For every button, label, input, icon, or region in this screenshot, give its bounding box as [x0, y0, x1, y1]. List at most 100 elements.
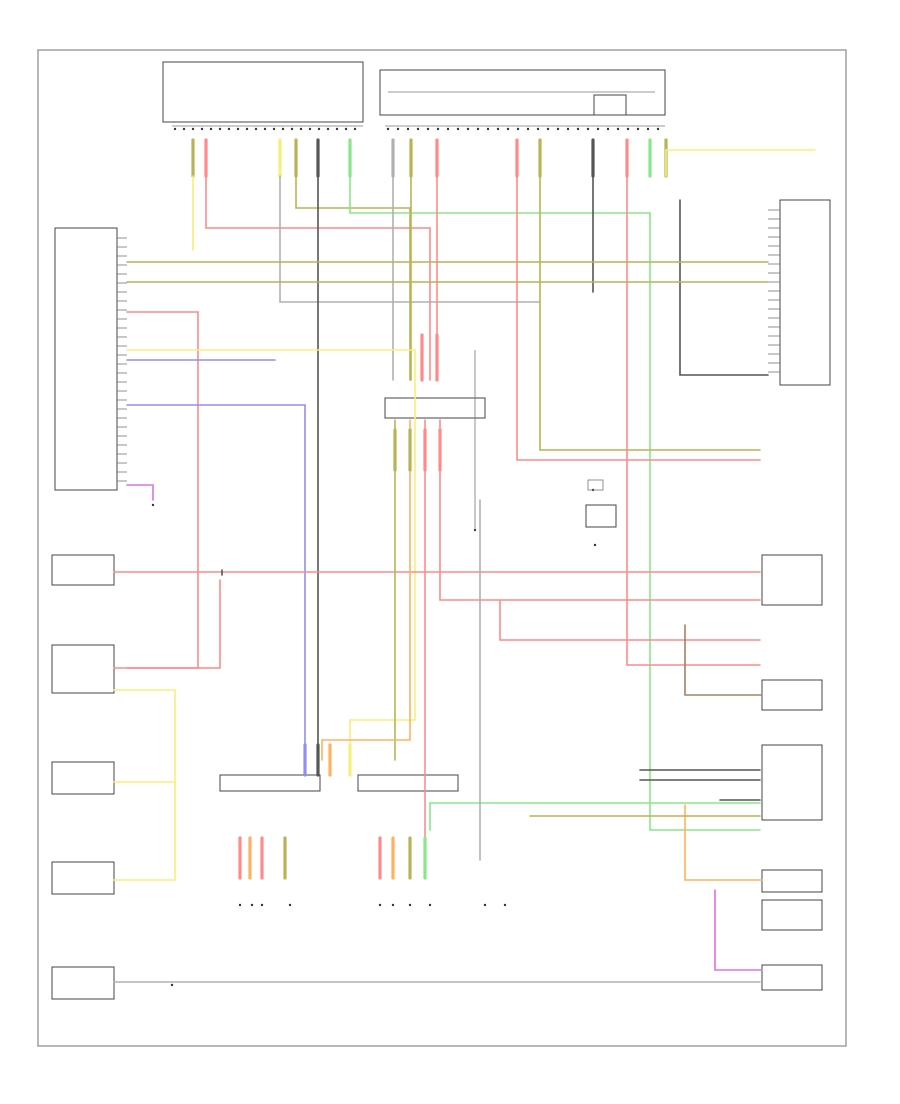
pin-dot	[191, 127, 195, 131]
pin-dot	[308, 127, 312, 131]
pin-dot	[378, 903, 382, 907]
pin-dot	[151, 503, 155, 507]
pin-dot	[200, 127, 204, 131]
pin-dot	[335, 127, 339, 131]
pin-dot	[238, 903, 242, 907]
left-module-2	[51, 644, 115, 694]
pin-dot	[556, 127, 560, 131]
pin-dot	[245, 127, 249, 131]
pin-dot	[391, 903, 395, 907]
pin-dot	[288, 903, 292, 907]
pin-dot	[227, 127, 231, 131]
pin-dot	[386, 127, 390, 131]
pin-dot	[566, 127, 570, 131]
pin-dot	[272, 127, 276, 131]
right-module-4	[761, 869, 823, 893]
wire	[321, 419, 411, 761]
left-module-3	[51, 761, 115, 795]
right-module-6	[761, 964, 823, 991]
wire	[679, 199, 769, 376]
wire	[126, 404, 306, 761]
pin-dot	[299, 127, 303, 131]
pin-dot	[626, 127, 630, 131]
wire	[684, 804, 763, 881]
right-control-unit	[779, 199, 831, 386]
pin-dot	[486, 127, 490, 131]
pin-dot	[353, 127, 357, 131]
pin-dot	[218, 127, 222, 131]
pin-dot	[606, 127, 610, 131]
left-control-unit	[54, 227, 118, 491]
pin-dot	[576, 127, 580, 131]
pin-dot	[656, 127, 660, 131]
pin-dot	[182, 127, 186, 131]
pin-dot	[317, 127, 321, 131]
pin-dot	[516, 127, 520, 131]
wire	[499, 599, 761, 641]
pin-dot	[456, 127, 460, 131]
pin-dot	[408, 903, 412, 907]
left-module-4	[51, 861, 115, 895]
pin-dot	[344, 127, 348, 131]
center-connector-2	[585, 504, 617, 528]
pin-dot	[426, 127, 430, 131]
left-module-5	[51, 966, 115, 1000]
pin-dot	[281, 127, 285, 131]
center-connector-1	[384, 397, 486, 419]
wire	[349, 175, 651, 831]
pin-dot	[526, 127, 530, 131]
pin-dot	[396, 127, 400, 131]
right-module-3	[761, 744, 823, 821]
pin-dot	[503, 903, 507, 907]
wire	[113, 689, 176, 881]
wire	[279, 175, 541, 303]
bottom-left-controller	[219, 774, 321, 792]
pin-dot	[436, 127, 440, 131]
top-right-module-subblock	[593, 94, 627, 116]
wire	[113, 579, 221, 669]
pin-dot	[586, 127, 590, 131]
pin-dot	[496, 127, 500, 131]
pin-dot	[546, 127, 550, 131]
wire	[539, 175, 761, 451]
wire	[684, 624, 763, 696]
wire	[439, 419, 761, 601]
pin-dot	[483, 903, 487, 907]
pin-dot	[290, 127, 294, 131]
left-module-1	[51, 554, 115, 586]
pin-dot	[263, 127, 267, 131]
right-module-2	[761, 679, 823, 711]
pin-dot	[596, 127, 600, 131]
pin-dot	[416, 127, 420, 131]
top-left-ecu	[162, 61, 364, 123]
wire	[429, 802, 761, 831]
pin-dot	[236, 127, 240, 131]
pin-dot	[260, 903, 264, 907]
pin-dot	[646, 127, 650, 131]
pin-dot	[250, 903, 254, 907]
wire	[714, 889, 763, 971]
pin-dot	[616, 127, 620, 131]
pin-dot	[593, 543, 597, 547]
pin-dot	[506, 127, 510, 131]
wire	[626, 175, 761, 666]
wire	[126, 349, 416, 761]
pin-dot	[173, 127, 177, 131]
wire	[126, 311, 199, 669]
pin-dot	[446, 127, 450, 131]
wire	[665, 149, 816, 177]
pin-dot	[170, 983, 174, 987]
wire	[295, 175, 411, 381]
right-module-1	[761, 554, 823, 606]
wire	[516, 175, 761, 461]
pin-dot	[636, 127, 640, 131]
pin-dot	[466, 127, 470, 131]
relay-block	[587, 479, 604, 491]
wire	[126, 484, 154, 501]
pin-dot	[209, 127, 213, 131]
bottom-right-controller	[357, 774, 459, 792]
page-frame	[37, 49, 847, 1047]
pin-dot	[254, 127, 258, 131]
